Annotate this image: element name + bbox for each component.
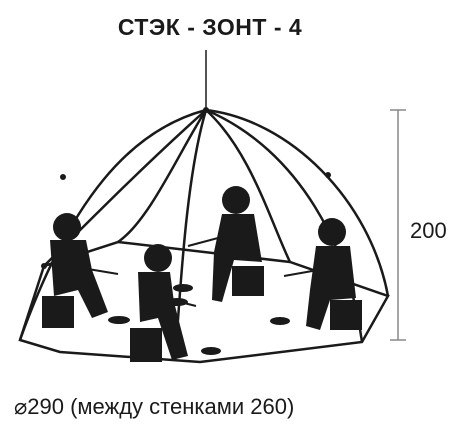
height-label: 200 [410,218,447,243]
angler-front [130,244,197,362]
height-dimension [390,109,406,341]
tent-joints [41,107,331,269]
diameter-label: ⌀290 (между стенками 260) [14,394,295,419]
angler-center-back [187,186,264,302]
angler-left [42,213,119,328]
product-title: СТЭК - ЗОНТ - 4 [117,14,303,40]
angler-right [283,218,362,330]
